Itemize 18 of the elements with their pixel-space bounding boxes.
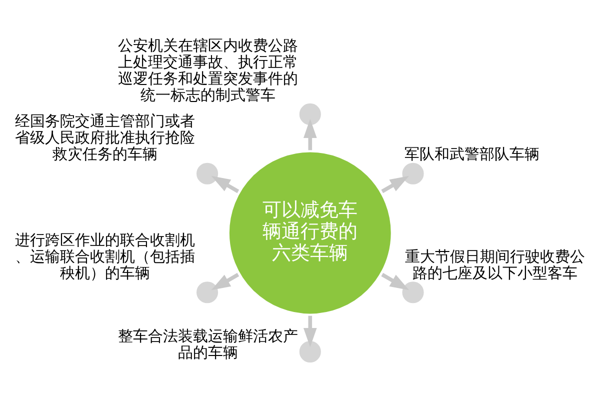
node-circle <box>299 103 321 125</box>
node-circle <box>196 162 218 184</box>
node-circle <box>402 282 424 304</box>
node-label: 进行跨区作业的联合收割机、运输联合收割机（包括插秧机）的车辆 <box>15 230 196 282</box>
arrow <box>303 316 317 348</box>
node-label: 经国务院交通主管部门或者省级人民政府批准执行抢险救灾任务的车辆 <box>15 112 196 164</box>
node-circle <box>196 282 218 304</box>
node-circle <box>402 162 424 184</box>
node-circle <box>299 340 321 363</box>
arrow <box>211 272 240 290</box>
arrow <box>211 176 240 194</box>
arrow <box>381 272 410 290</box>
arrow <box>381 176 410 194</box>
arrow <box>303 118 317 150</box>
node-label: 整车合法装载运输鲜活农产品的车辆 <box>118 327 298 362</box>
node-label: 公安机关在辖区内收费公路上处理交通事故、执行正常巡逻任务和处置突发事件的统一标志的制式警车 <box>118 36 298 104</box>
node-label: 军队和武警部队车辆 <box>404 145 540 164</box>
node-label: 重大节假日期间行驶收费公路的七座及以下小型客车 <box>404 247 585 282</box>
